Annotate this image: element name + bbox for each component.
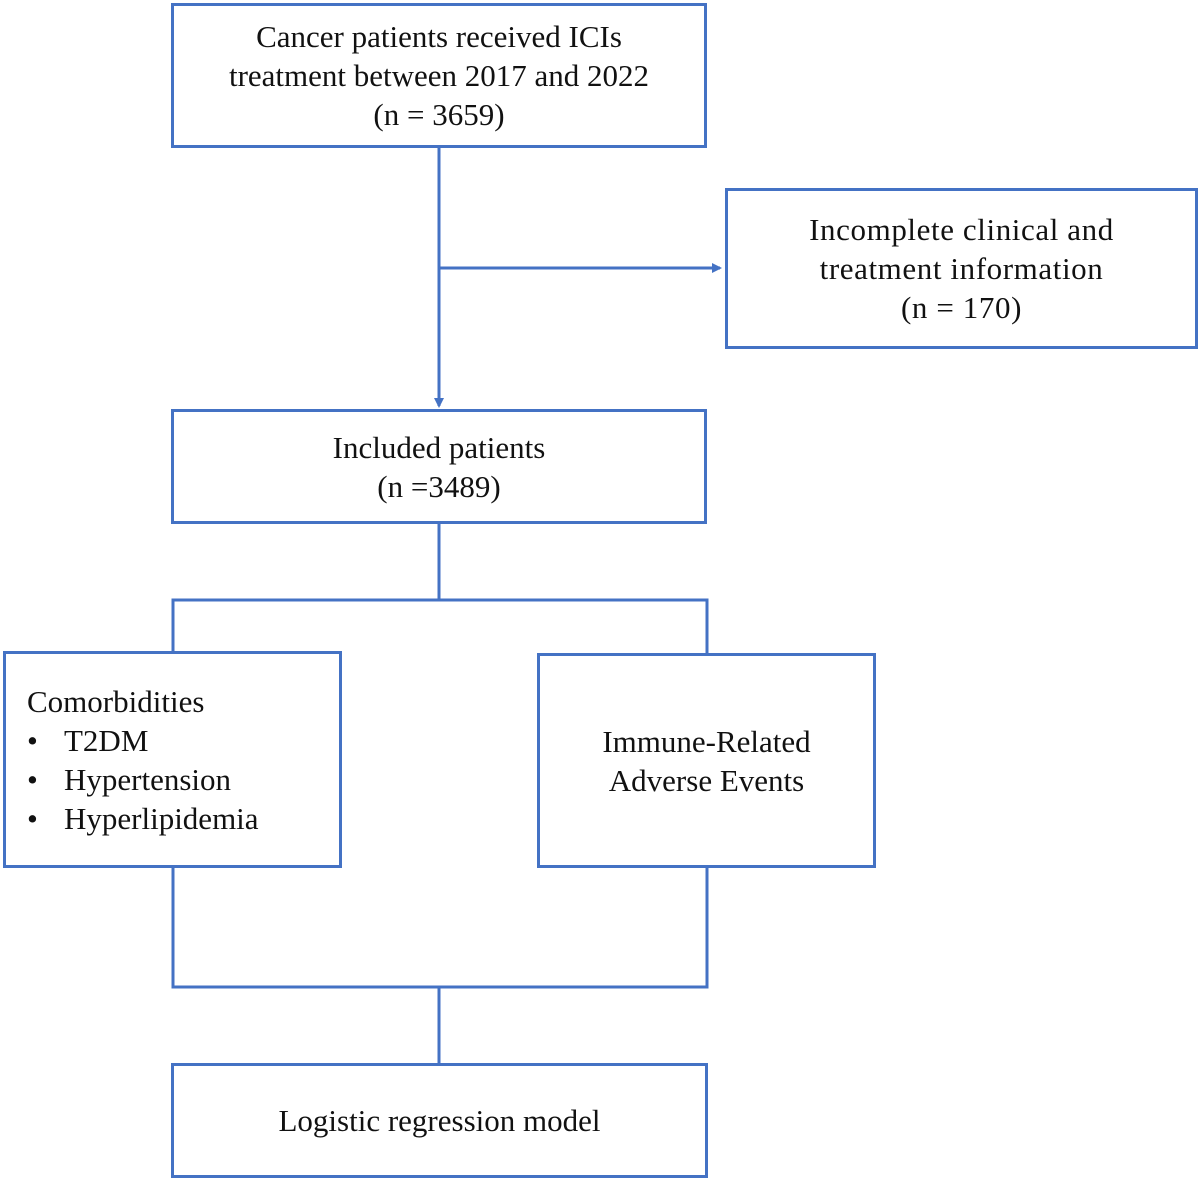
cohort-line-3: (n = 3659) xyxy=(373,97,505,132)
comorbidity-item: • T2DM xyxy=(27,721,148,760)
irae-box: Immune-Related Adverse Events xyxy=(537,653,876,868)
model-box: Logistic regression model xyxy=(171,1063,708,1178)
split-connector-branches xyxy=(171,598,709,653)
merge-connector xyxy=(171,868,709,989)
comorbidity-label: T2DM xyxy=(64,722,149,758)
excluded-line-2: treatment information xyxy=(819,251,1104,286)
excluded-line-3: (n = 170) xyxy=(900,290,1023,325)
excluded-box: Incomplete clinical and treatment inform… xyxy=(725,188,1198,349)
excluded-line-1: Incomplete clinical and xyxy=(809,212,1114,247)
comorbidities-title: Comorbidities xyxy=(27,683,205,719)
cohort-line-1: Cancer patients received ICIs xyxy=(256,19,622,54)
comorbidities-box: Comorbidities • T2DM • Hypertension • Hyper… xyxy=(3,651,342,868)
bullet-icon: • xyxy=(27,761,38,797)
irae-line-2: Adverse Events xyxy=(608,762,805,798)
cohort-line-2: treatment between 2017 and 2022 xyxy=(228,58,650,93)
included-box: Included patients (n =3489) xyxy=(171,409,707,524)
comorbidity-item: • Hyperlipidemia xyxy=(27,799,259,838)
included-line-1: Included patients xyxy=(332,429,546,465)
cohort-box: Cancer patients received ICIs treatment … xyxy=(171,3,707,148)
irae-line-1: Immune-Related xyxy=(602,723,811,759)
bullet-icon: • xyxy=(27,722,38,758)
comorbidity-label: Hyperlipidemia xyxy=(64,800,259,836)
included-line-2: (n =3489) xyxy=(377,468,501,504)
model-line-1: Logistic regression model xyxy=(278,1103,601,1138)
comorbidity-item: • Hypertension xyxy=(27,760,231,799)
comorbidity-label: Hypertension xyxy=(64,761,232,797)
bullet-icon: • xyxy=(27,800,38,836)
